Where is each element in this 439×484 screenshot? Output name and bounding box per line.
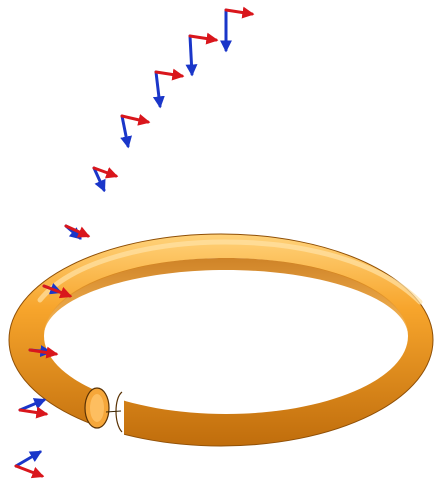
coordinate-frame-4 [122,116,148,146]
frame-blue-axis [156,72,160,106]
coordinate-frame-10 [16,452,42,476]
split-ring-torus [9,234,433,446]
frame-red-axis [226,10,252,14]
frame-red-axis [190,36,216,40]
coordinate-frame-6 [66,226,88,238]
coordinate-frame-2 [190,36,216,74]
coordinate-frame-5 [94,168,116,190]
frame-red-axis [122,116,148,122]
frame-red-axis [20,410,46,414]
frame-blue-axis [20,400,44,410]
frame-blue-axis [190,36,192,74]
coordinate-frame-9 [20,400,46,414]
frame-blue-axis [122,116,128,146]
frame-red-axis [16,466,42,476]
frame-blue-axis [16,452,40,466]
ring-gap [85,388,124,436]
frame-red-axis [156,72,182,76]
coordinate-frame-1 [226,10,252,50]
coordinate-frame-3 [156,72,182,106]
